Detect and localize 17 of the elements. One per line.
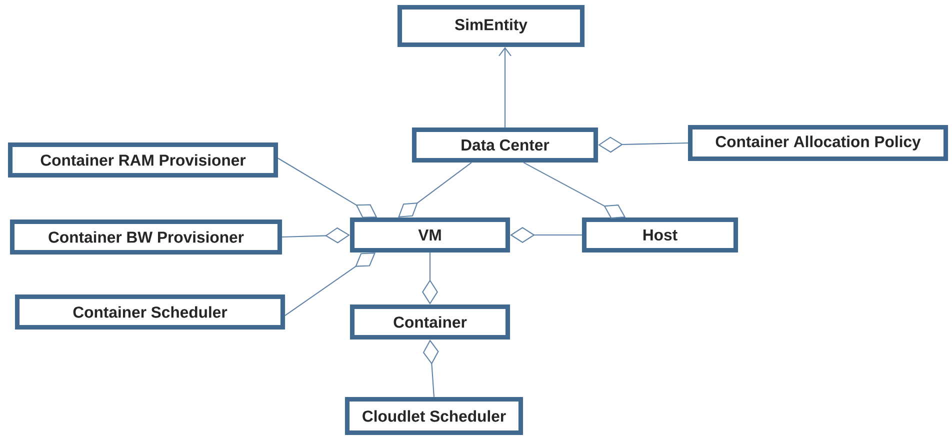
aggregation-line — [598, 136, 688, 153]
aggregation-line — [398, 162, 472, 218]
aggregation-line — [422, 252, 438, 304]
class-box: Data Center — [412, 127, 598, 163]
aggregation-line — [422, 340, 439, 397]
aggregation-line — [282, 227, 350, 244]
class-box: SimEntity — [397, 4, 585, 48]
class-box: Container RAM Provisioner — [8, 142, 278, 178]
class-box: Cloudlet Scheduler — [344, 396, 524, 436]
class-box: Container Scheduler — [14, 294, 286, 330]
arrow — [498, 47, 512, 128]
aggregation-line — [510, 227, 582, 243]
class-box: VM — [350, 217, 510, 253]
class-box: Container BW Provisioner — [10, 219, 282, 255]
class-box: Container — [350, 304, 510, 340]
class-box: Host — [582, 217, 738, 253]
class-box: Container Allocation Policy — [688, 124, 948, 162]
